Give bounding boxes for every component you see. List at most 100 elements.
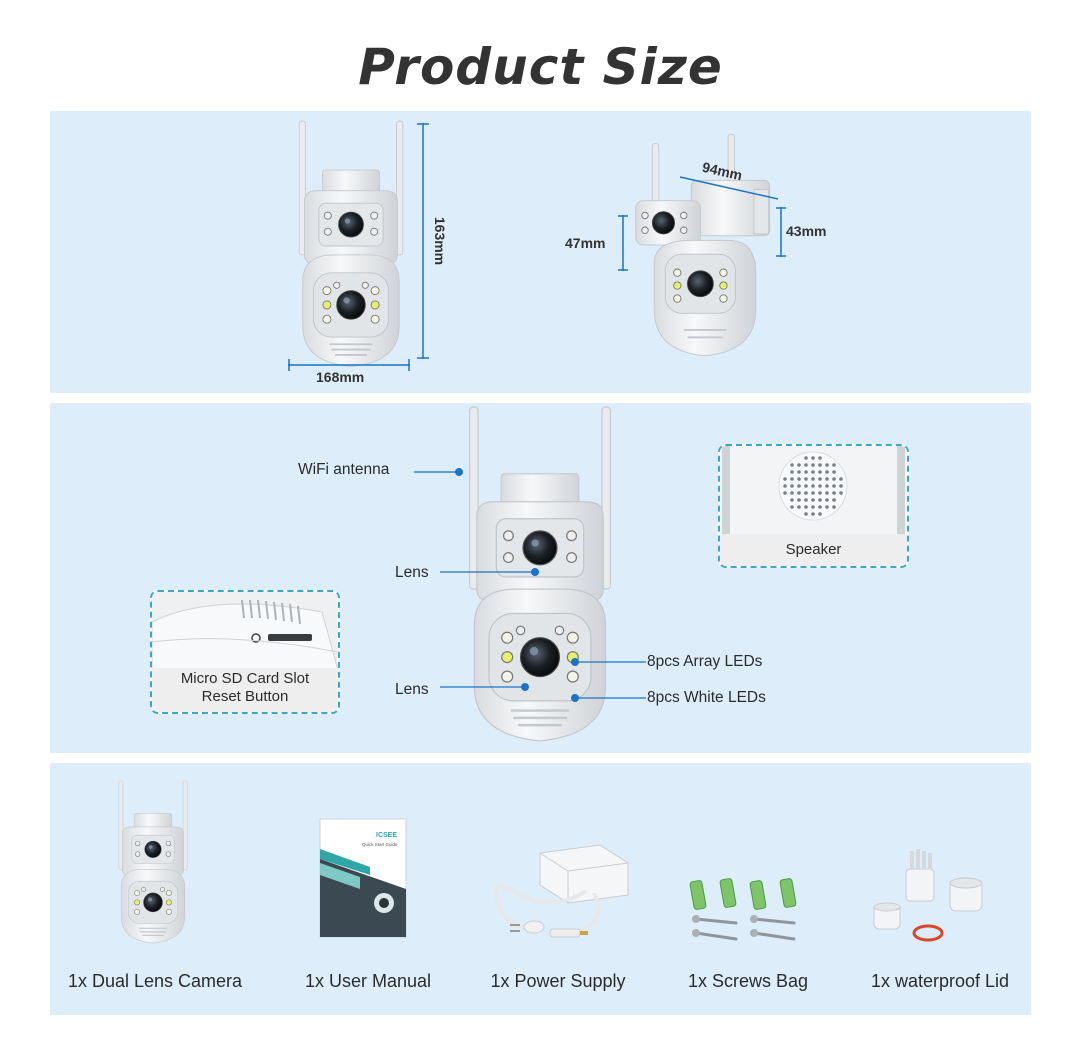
speaker-hole (790, 491, 794, 495)
speaker-hole (825, 463, 829, 467)
depth-dimension-line (679, 176, 779, 200)
array-leds-pointer (571, 658, 646, 666)
speaker-hole (783, 477, 787, 481)
height-dimension-line (417, 123, 429, 359)
speaker-hole (790, 477, 794, 481)
manual-brand: ICSEE (376, 832, 397, 839)
lens-height-left-line (618, 215, 628, 271)
speaker-hole (797, 484, 801, 488)
speaker-hole (825, 491, 829, 495)
manual-subtitle: Quick Start Guide (362, 842, 398, 847)
speaker-hole (804, 505, 808, 509)
speaker-hole (839, 491, 843, 495)
width-dimension-line (288, 359, 410, 371)
speaker-hole (825, 505, 829, 509)
speaker-hole (797, 505, 801, 509)
white-leds-label: 8pcs White LEDs (647, 689, 766, 706)
power-supply-icon (493, 844, 629, 938)
speaker-callout: Speaker (718, 444, 909, 568)
height-label: 163mm (432, 216, 448, 266)
sd-slot-label: Micro SD Card Slot (180, 670, 310, 687)
speaker-hole (832, 505, 836, 509)
wifi-antenna-pointer (414, 468, 463, 476)
speaker-hole (804, 491, 808, 495)
speaker-grille-image (720, 446, 907, 534)
lens-bottom-pointer (440, 683, 529, 691)
speaker-hole (797, 477, 801, 481)
speaker-hole (790, 484, 794, 488)
speaker-hole (790, 498, 794, 502)
speaker-hole (825, 484, 829, 488)
speaker-hole (811, 484, 815, 488)
package-item-manual: 1x User Manual (304, 971, 432, 991)
sd-slot-text: Micro SD Card Slot Reset Button (152, 668, 338, 712)
speaker-hole (818, 456, 822, 460)
sd-slot-callout: Micro SD Card Slot Reset Button (150, 590, 340, 714)
speaker-hole (804, 456, 808, 460)
speaker-hole (832, 463, 836, 467)
array-leds-label: 8pcs Array LEDs (647, 653, 763, 670)
speaker-hole (811, 491, 815, 495)
speaker-hole (832, 484, 836, 488)
speaker-hole (818, 477, 822, 481)
speaker-hole (818, 484, 822, 488)
speaker-hole (811, 477, 815, 481)
speaker-hole (783, 484, 787, 488)
sd-slot-image (152, 592, 338, 671)
speaker-hole (818, 498, 822, 502)
speaker-hole (839, 477, 843, 481)
speaker-hole (804, 484, 808, 488)
white-leds-pointer (571, 694, 646, 702)
speaker-hole (832, 498, 836, 502)
speaker-hole (818, 512, 822, 516)
package-item-power: 1x Power Supply (490, 971, 626, 991)
wifi-antenna-label: WiFi antenna (298, 461, 390, 478)
package-item-screws: 1x Screws Bag (687, 971, 809, 991)
speaker-hole (790, 505, 794, 509)
speaker-hole (825, 498, 829, 502)
reset-button-label: Reset Button (201, 688, 289, 705)
speaker-hole (790, 463, 794, 467)
features-panel: WiFi antenna Lens Lens 8pcs Array LEDs 8… (50, 403, 1031, 753)
speaker-hole (832, 491, 836, 495)
speaker-hole (783, 491, 787, 495)
speaker-hole (804, 463, 808, 467)
speaker-hole (797, 498, 801, 502)
speaker-hole (804, 470, 808, 474)
speaker-hole (811, 470, 815, 474)
speaker-label: Speaker (720, 534, 907, 566)
speaker-hole (811, 512, 815, 516)
speaker-hole (811, 463, 815, 467)
lid-icon (873, 849, 983, 942)
speaker-hole (797, 463, 801, 467)
camera-icon (118, 780, 188, 944)
speaker-hole (797, 491, 801, 495)
speaker-hole (804, 498, 808, 502)
speaker-hole (804, 512, 808, 516)
speaker-hole (825, 470, 829, 474)
speaker-hole (811, 505, 815, 509)
page-title: Product Size (358, 38, 723, 96)
speaker-hole (832, 470, 836, 474)
lens-height-right-label: 43mm (786, 223, 827, 239)
speaker-hole (832, 477, 836, 481)
lens-height-left-label: 47mm (565, 235, 606, 251)
package-panel: ICSEE Quick Start Guide (50, 763, 1031, 1015)
speaker-hole (839, 484, 843, 488)
lens-top-pointer (440, 568, 539, 576)
camera-front-image (298, 120, 404, 368)
speaker-hole (818, 505, 822, 509)
speaker-hole (818, 491, 822, 495)
package-item-lid: 1x waterproof Lid (870, 971, 1010, 991)
speaker-hole (818, 470, 822, 474)
package-item-camera: 1x Dual Lens Camera (67, 971, 243, 991)
manual-icon: ICSEE Quick Start Guide (319, 818, 407, 938)
speaker-hole (825, 477, 829, 481)
screws-icon (689, 878, 797, 941)
speaker-hole (818, 463, 822, 467)
lens-bottom-label: Lens (395, 681, 429, 698)
speaker-hole (797, 470, 801, 474)
width-label: 168mm (316, 369, 365, 385)
speaker-hole (804, 477, 808, 481)
camera-side-image (635, 133, 771, 357)
